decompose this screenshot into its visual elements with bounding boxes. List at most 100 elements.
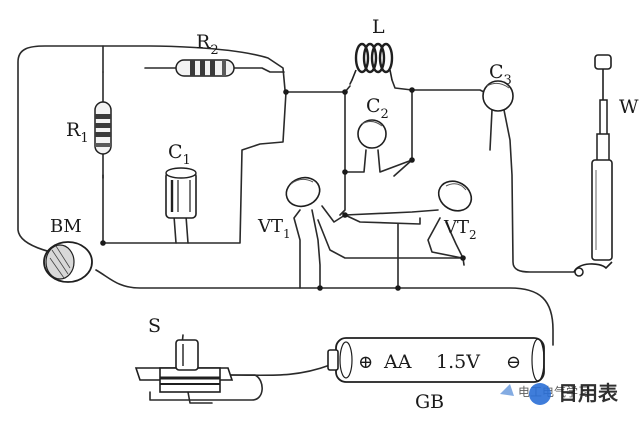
mic-mesh-line xyxy=(55,245,71,269)
switch-s xyxy=(134,339,234,393)
r1-band xyxy=(95,123,111,128)
label-c1: C1 xyxy=(168,141,191,168)
c2-leg-left xyxy=(344,149,367,173)
top-left-wire xyxy=(17,45,286,259)
r2-lead-right xyxy=(231,67,285,73)
microphone-bm xyxy=(43,241,93,283)
battery-minus: ⊖ xyxy=(506,352,521,373)
switch-to-battery xyxy=(226,359,341,377)
label-vt2: VT2 xyxy=(443,217,477,242)
label-bm: BM xyxy=(50,216,82,237)
junction-dot xyxy=(342,212,348,218)
antenna-tip xyxy=(594,54,612,70)
wires xyxy=(17,45,579,404)
r2-band xyxy=(210,60,215,76)
vt1-shade xyxy=(290,178,314,185)
antenna-w xyxy=(573,54,613,277)
junction-dot xyxy=(100,240,106,246)
battery-gb: ⊕ AA 1.5V ⊖ xyxy=(327,337,545,383)
vt1-emitter-bus xyxy=(317,219,465,266)
l-turn xyxy=(362,42,378,74)
c1-leg-right xyxy=(185,215,189,244)
antenna-base xyxy=(591,159,613,261)
switch-bottom-lead xyxy=(187,391,213,404)
battery-type: AA xyxy=(383,351,412,373)
resistor-r1 xyxy=(94,71,112,179)
transistor-vt2 xyxy=(437,180,473,212)
vt1-leg-a xyxy=(293,209,301,289)
l-turn xyxy=(378,42,394,74)
transistor-vt1 xyxy=(285,176,321,208)
c3-leg-right xyxy=(503,109,579,273)
switch-knob xyxy=(175,339,199,371)
c1-body xyxy=(165,171,197,219)
l-lead xyxy=(351,69,357,81)
battery-terminal xyxy=(327,349,339,371)
c2-leg-right xyxy=(377,149,413,173)
junction-dot xyxy=(409,87,415,93)
c1-top xyxy=(165,167,197,179)
vt2-leg-c xyxy=(445,221,464,259)
label-l: L xyxy=(372,16,385,38)
capacitor-c1 xyxy=(165,167,197,219)
vt2-shade xyxy=(445,183,467,191)
mic-mesh-line xyxy=(51,249,69,275)
capacitor-c3 xyxy=(482,80,514,112)
c2-body xyxy=(357,119,387,149)
r1-bottom-rail xyxy=(102,91,287,244)
watermark-logo-icon xyxy=(500,384,514,396)
inductor-l xyxy=(351,42,394,81)
c3-body xyxy=(482,80,514,112)
junction-dot xyxy=(395,285,401,291)
battery-cap xyxy=(339,341,353,379)
c1-leg-left xyxy=(173,215,177,244)
battery-plus: ⊕ xyxy=(358,352,373,373)
r1-band xyxy=(95,132,111,137)
mic-mesh-line xyxy=(49,257,65,279)
junction-dots xyxy=(100,87,466,291)
battery-voltage: 1.5V xyxy=(436,351,480,373)
label-s: S xyxy=(148,315,161,337)
label-r2: R2 xyxy=(196,31,219,58)
vt1-leg-c xyxy=(321,205,346,223)
component-labels: R2 R1 C1 L C2 C3 W VT1 VT2 BM S GB xyxy=(50,16,639,413)
c3-leg-left xyxy=(489,109,493,151)
r1-band xyxy=(95,114,111,119)
switch-body xyxy=(159,367,221,393)
battery-end xyxy=(531,338,545,382)
label-r1: R1 xyxy=(66,119,89,146)
vertical-rail-mid xyxy=(339,91,346,216)
label-w: W xyxy=(619,96,639,118)
junction-dot xyxy=(342,169,348,175)
lower-rail xyxy=(95,269,554,346)
resistor-r2 xyxy=(144,59,285,77)
watermark: 电工电气学习 日用表 xyxy=(500,381,619,405)
junction-dot xyxy=(342,89,348,95)
vt1-leg-b xyxy=(311,209,321,289)
label-gb: GB xyxy=(415,391,444,413)
r2-band xyxy=(200,60,205,76)
r1-band xyxy=(95,143,111,147)
vt2-leg-b xyxy=(427,217,463,259)
junction-dot xyxy=(317,285,323,291)
watermark-badge-icon xyxy=(529,383,551,405)
capacitor-c2 xyxy=(357,119,387,149)
vt2-leg-a xyxy=(344,209,439,225)
l-lead xyxy=(389,69,393,81)
c3-shade xyxy=(486,82,510,89)
l-turn xyxy=(354,42,370,74)
junction-dot xyxy=(409,157,415,163)
antenna-segment xyxy=(599,99,608,137)
label-c3: C3 xyxy=(489,61,512,88)
junction-dot xyxy=(283,89,289,95)
junction-dot xyxy=(460,255,466,261)
vt2-body xyxy=(437,180,473,212)
vt1-body xyxy=(285,176,321,208)
label-c2: C2 xyxy=(366,95,389,122)
antenna-screw xyxy=(574,267,584,277)
label-vt1: VT1 xyxy=(257,216,291,241)
c2-shade xyxy=(361,120,383,127)
r2-band xyxy=(190,60,195,76)
